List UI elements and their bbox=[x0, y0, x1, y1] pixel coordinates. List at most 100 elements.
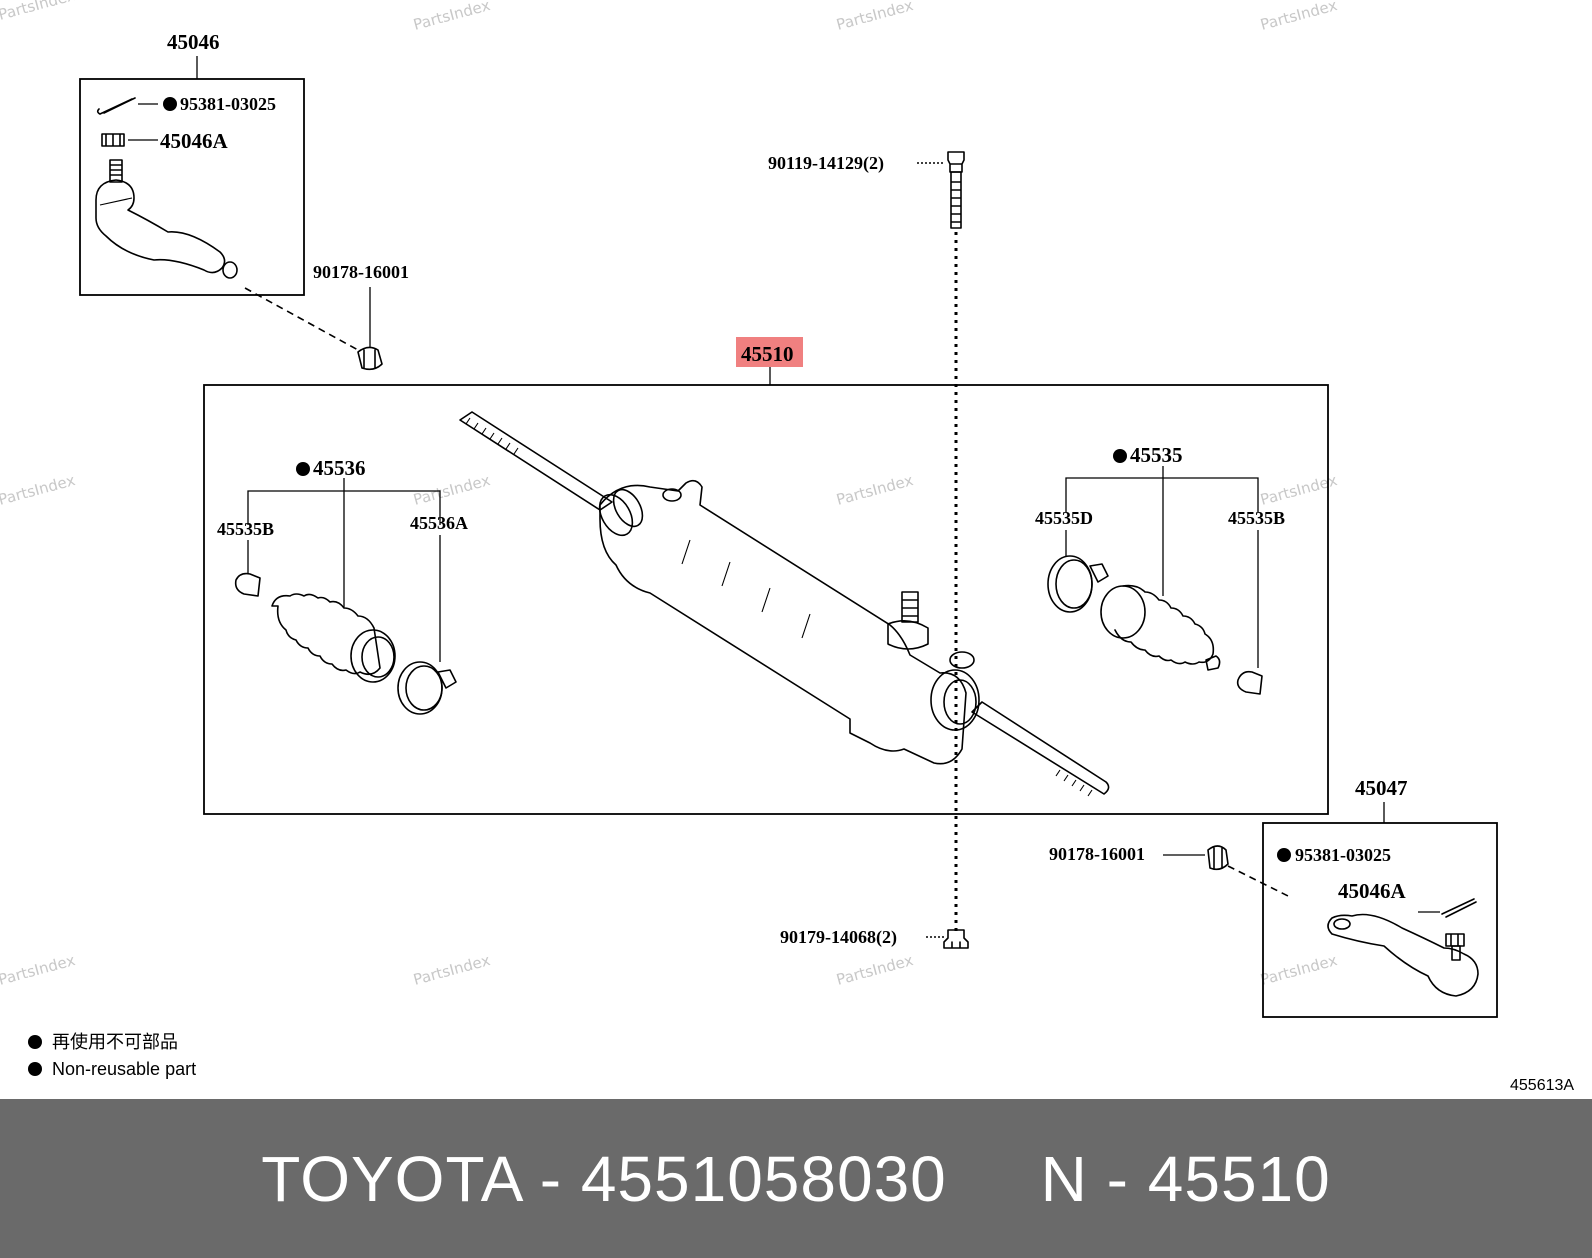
tie-rod-end-right-body-icon bbox=[1327, 913, 1479, 997]
boot-45535-icon bbox=[1114, 584, 1215, 665]
label-45536a[interactable]: 45536A bbox=[410, 513, 468, 533]
watermark: PartsIndex bbox=[411, 0, 492, 34]
rack-thread-left bbox=[465, 417, 519, 455]
legend-marker bbox=[28, 1035, 42, 1049]
footer-bar: TOYOTA - 4551058030 N - 45510 bbox=[0, 1099, 1592, 1258]
tie-rod-end-left-bore-icon bbox=[222, 261, 238, 279]
watermark: PartsIndex bbox=[0, 0, 77, 24]
mount-boss-icon bbox=[949, 651, 975, 669]
nut-90178-left-group: 90178-16001 bbox=[313, 262, 409, 371]
cotter-pin-right-icon bbox=[1441, 898, 1477, 918]
clamp-45535d-tab bbox=[1089, 563, 1109, 583]
non-reusable-marker bbox=[163, 97, 177, 111]
diagram-code: 455613A bbox=[1510, 1077, 1574, 1094]
non-reusable-marker bbox=[296, 462, 310, 476]
label-95381-03025-right[interactable]: 95381-03025 bbox=[1295, 845, 1391, 865]
label-45535d[interactable]: 45535D bbox=[1035, 508, 1093, 528]
housing-end-left-icon bbox=[598, 493, 634, 537]
housing-ribs bbox=[681, 539, 811, 639]
rack-shaft-left-icon bbox=[459, 411, 613, 511]
nut-90178-right-icon bbox=[1207, 845, 1229, 871]
label-45046a-left[interactable]: 45046A bbox=[160, 129, 229, 153]
label-45046a-right[interactable]: 45046A bbox=[1338, 879, 1407, 903]
label-90179-14068[interactable]: 90179-14068(2) bbox=[780, 927, 897, 948]
watermark: PartsIndex bbox=[411, 951, 492, 989]
rack-thread-right bbox=[1055, 769, 1093, 797]
stud-left-icon bbox=[109, 159, 123, 183]
rack-assembly-group: 45510 45536 45535B 45536A bbox=[203, 337, 1329, 815]
tie-rod-end-right-bore-icon bbox=[1333, 918, 1351, 930]
footer-part-number: TOYOTA - 4551058030 N - 45510 bbox=[261, 1142, 1331, 1215]
non-reusable-marker bbox=[1113, 449, 1127, 463]
assembly-line bbox=[1227, 865, 1291, 898]
watermark: PartsIndex bbox=[1258, 0, 1339, 34]
boot-45536-mouth-inner bbox=[361, 636, 395, 678]
housing-end-right-icon bbox=[930, 669, 980, 731]
watermark: PartsIndex bbox=[0, 951, 77, 989]
clamp-45536a-tab bbox=[437, 669, 457, 689]
label-90178-16001-right[interactable]: 90178-16001 bbox=[1049, 844, 1145, 864]
bolt-head-icon bbox=[947, 151, 965, 173]
label-45536[interactable]: 45536 bbox=[313, 456, 366, 480]
watermark: PartsIndex bbox=[834, 0, 915, 34]
watermark: PartsIndex bbox=[1258, 951, 1339, 989]
housing-ring-right-icon bbox=[943, 679, 977, 725]
tie-rod-end-left-body-icon bbox=[95, 179, 226, 274]
nut-90178-right-group: 90178-16001 bbox=[1049, 844, 1291, 898]
label-95381-03025-left[interactable]: 95381-03025 bbox=[180, 94, 276, 114]
castle-nut-left-icon bbox=[101, 133, 125, 147]
clamp-45536a-icon bbox=[397, 661, 443, 715]
boot-45536-mouth-icon bbox=[350, 629, 396, 683]
label-45046[interactable]: 45046 bbox=[167, 30, 220, 54]
watermark: PartsIndex bbox=[0, 471, 77, 509]
housing-port-icon bbox=[662, 488, 682, 502]
parts-diagram: PartsIndex PartsIndex PartsIndex PartsIn… bbox=[0, 0, 1574, 1094]
assembly-line bbox=[244, 287, 359, 351]
label-45535[interactable]: 45535 bbox=[1130, 443, 1183, 467]
watermark: PartsIndex bbox=[834, 951, 915, 989]
tie-rod-end-left-group: 45046 95381-03025 45046A bbox=[79, 30, 305, 296]
castle-nut-right-icon bbox=[1445, 933, 1465, 947]
pinion-collar-icon bbox=[887, 620, 929, 650]
boot-45536-icon bbox=[271, 593, 381, 676]
stud-right-icon bbox=[1451, 945, 1461, 961]
non-reusable-marker bbox=[1277, 848, 1291, 862]
label-90119-14129[interactable]: 90119-14129(2) bbox=[768, 153, 884, 174]
clamp-45535b-left-icon bbox=[234, 572, 261, 597]
rack-assembly-box bbox=[203, 384, 1329, 815]
tie-rod-end-right-group: 45047 95381-03025 45046A bbox=[1262, 776, 1498, 1018]
rack-shaft-right-icon bbox=[971, 701, 1110, 795]
label-45510[interactable]: 45510 bbox=[741, 342, 794, 366]
boot-45535-nipple bbox=[1205, 655, 1221, 671]
watermark: PartsIndex bbox=[1258, 471, 1339, 509]
label-45535b-left[interactable]: 45535B bbox=[217, 519, 274, 539]
clamp-45535d-inner bbox=[1055, 559, 1093, 609]
cotter-pin-left-icon bbox=[96, 97, 136, 115]
bolt-group: 90119-14129(2) bbox=[768, 151, 965, 229]
rack-housing-icon bbox=[599, 479, 967, 765]
watermark: PartsIndex bbox=[834, 471, 915, 509]
clamp-45535b-right-icon bbox=[1236, 670, 1263, 695]
flange-nut-icon bbox=[943, 929, 969, 949]
tie-rod-end-left-detail bbox=[99, 197, 133, 206]
label-45535b-right[interactable]: 45535B bbox=[1228, 508, 1285, 528]
tie-rod-end-right-box bbox=[1262, 822, 1498, 1018]
housing-ring-left-icon bbox=[612, 488, 644, 528]
legend-en: Non-reusable part bbox=[52, 1059, 196, 1079]
highlight-45510 bbox=[736, 337, 803, 367]
nut-90178-left-icon bbox=[357, 346, 383, 371]
tie-rod-end-left-box bbox=[79, 78, 305, 296]
legend-marker bbox=[28, 1062, 42, 1076]
pinion-shaft-icon bbox=[901, 591, 919, 623]
legend: 再使用不可部品 Non-reusable part bbox=[28, 1032, 196, 1079]
label-45047[interactable]: 45047 bbox=[1355, 776, 1408, 800]
leader-bracket-right bbox=[1065, 466, 1259, 596]
nut-90179-group: 90179-14068(2) bbox=[780, 927, 969, 949]
leader-bracket-left bbox=[247, 478, 441, 608]
watermark: PartsIndex bbox=[411, 471, 492, 509]
legend-jp: 再使用不可部品 bbox=[52, 1032, 178, 1052]
label-90178-16001-left[interactable]: 90178-16001 bbox=[313, 262, 409, 282]
clamp-45536a-inner bbox=[405, 665, 443, 711]
bolt-shank-icon bbox=[950, 171, 962, 229]
boot-45535-mouth-icon bbox=[1100, 585, 1146, 639]
